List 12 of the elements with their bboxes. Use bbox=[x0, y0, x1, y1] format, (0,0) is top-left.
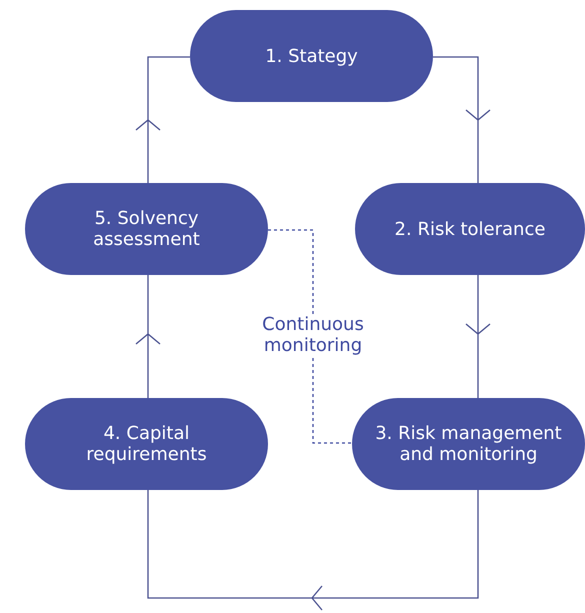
arrow bbox=[135, 56, 191, 184]
process-pill: 3. Risk management and monitoring bbox=[352, 398, 585, 490]
process-pill: 1. Stategy bbox=[190, 10, 433, 102]
dashed-connector bbox=[312, 358, 352, 444]
process-pill: 4. Capital requirements bbox=[25, 398, 268, 490]
arrow bbox=[147, 489, 479, 611]
process-pill: 5. Solvency assessment bbox=[25, 183, 268, 275]
arrow bbox=[465, 274, 491, 399]
process-pill: 2. Risk tolerance bbox=[355, 183, 585, 275]
arrow bbox=[135, 274, 161, 399]
arrow bbox=[432, 56, 491, 184]
dashed-connector bbox=[268, 229, 314, 314]
